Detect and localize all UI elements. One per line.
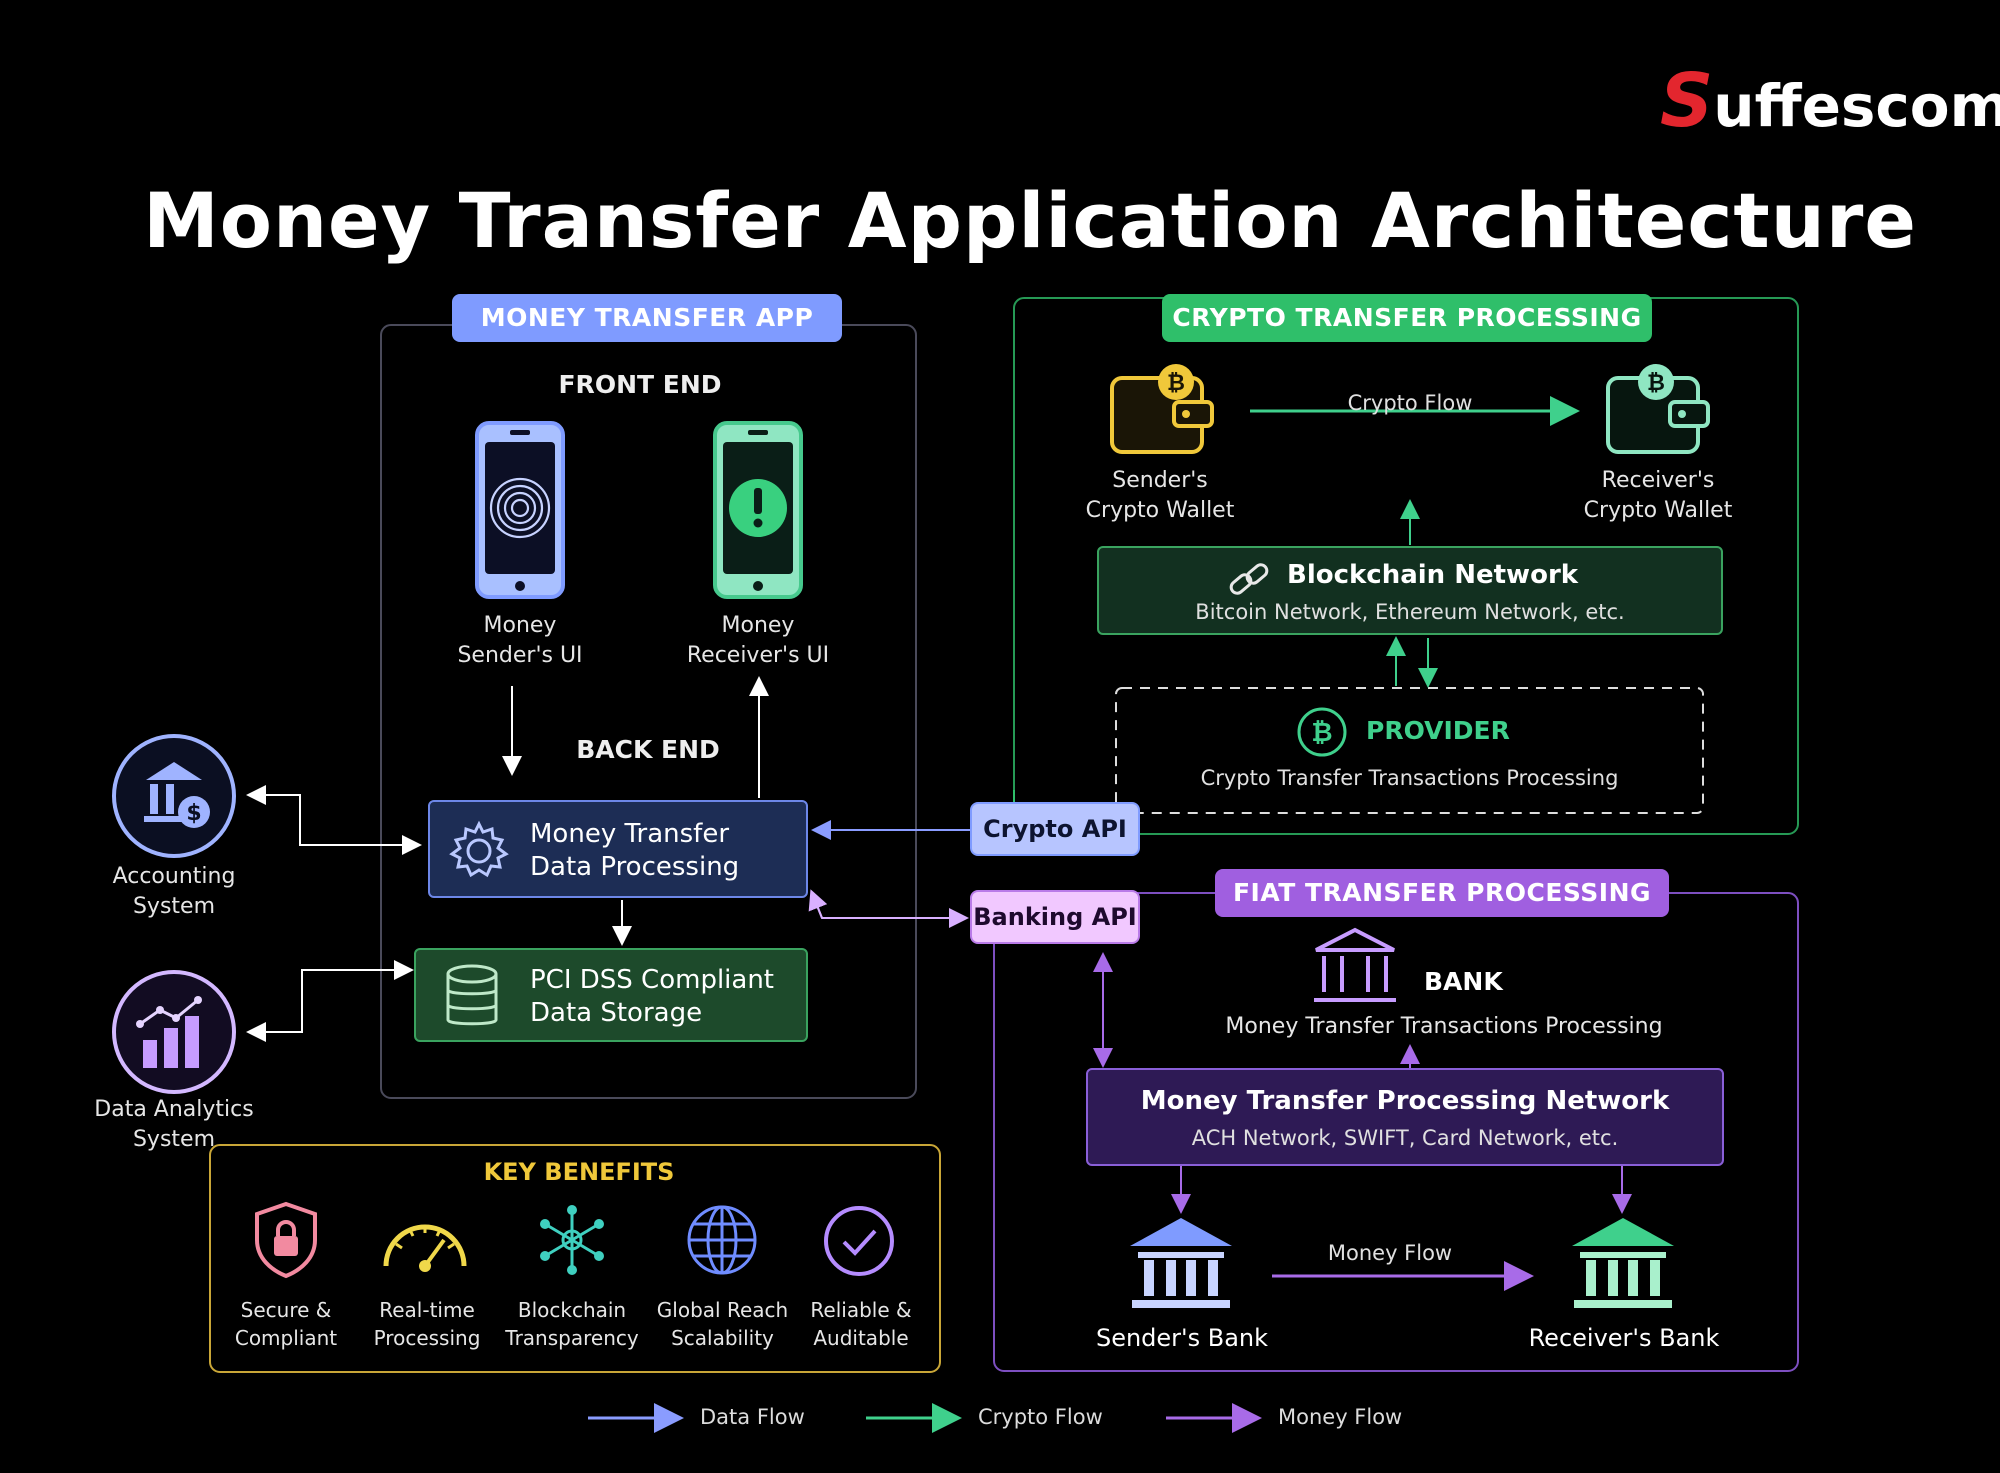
receiver-ui-label: Money Receiver's UI bbox=[658, 611, 858, 671]
crypto-api-button[interactable]: Crypto API bbox=[970, 802, 1140, 856]
receiver-phone-alert-icon bbox=[713, 421, 803, 599]
bank-icon bbox=[1314, 927, 1396, 1002]
front-end-label: FRONT END bbox=[558, 370, 722, 399]
page-title: Money Transfer Application Architecture bbox=[143, 176, 1917, 265]
network-subtitle: ACH Network, SWIFT, Card Network, etc. bbox=[1191, 1126, 1619, 1150]
bitcoin-coin-icon: ₿ bbox=[1297, 707, 1347, 757]
legend-data-flow-label: Data Flow bbox=[700, 1405, 805, 1429]
network-title: Money Transfer Processing Network bbox=[1140, 1086, 1670, 1116]
crypto-flow-label: Crypto Flow bbox=[1347, 391, 1473, 415]
svg-text:₿: ₿ bbox=[1311, 718, 1332, 748]
bank-title: BANK bbox=[1424, 967, 1503, 996]
provider-subtitle: Crypto Transfer Transactions Processing bbox=[1200, 766, 1619, 790]
provider-dashed-frame bbox=[1115, 687, 1704, 814]
storage-line1: PCI DSS Compliant bbox=[530, 965, 775, 995]
analytics-chart-icon bbox=[112, 970, 236, 1094]
receiver-wallet-line2: Crypto Wallet bbox=[1583, 498, 1733, 523]
storage-text: PCI DSS Compliant Data Storage bbox=[530, 964, 774, 1030]
receiver-wallet-line1: Receiver's bbox=[1601, 468, 1715, 493]
money-flow-label: Money Flow bbox=[1327, 1241, 1453, 1265]
receiver-crypto-wallet-icon: ₿ bbox=[1606, 364, 1710, 454]
banking-api-label: Banking API bbox=[973, 903, 1137, 931]
brand-logo-s: S bbox=[1660, 58, 1714, 144]
accounting-system-label: Accounting System bbox=[84, 862, 264, 922]
speedometer-icon bbox=[383, 1224, 467, 1272]
processing-line2: Data Processing bbox=[530, 852, 740, 882]
fiat-processing-header: FIAT TRANSFER PROCESSING bbox=[1215, 869, 1669, 917]
sender-wallet-line1: Sender's bbox=[1112, 468, 1208, 493]
back-end-label: BACK END bbox=[576, 735, 720, 764]
analytics-line1: Data Analytics bbox=[94, 1097, 254, 1122]
banking-api-button[interactable]: Banking API bbox=[970, 890, 1140, 944]
senders-bank-label: Sender's Bank bbox=[1095, 1324, 1269, 1352]
money-transfer-app-header: MONEY TRANSFER APP bbox=[452, 294, 842, 342]
analytics-system-label: Data Analytics System bbox=[74, 1095, 274, 1155]
benefit-reliable-line2: Auditable bbox=[813, 1326, 909, 1350]
benefit-blockchain: Blockchain Transparency bbox=[502, 1296, 642, 1352]
benefit-secure-line2: Compliant bbox=[234, 1326, 338, 1350]
sender-phone-fingerprint-icon bbox=[475, 421, 565, 599]
benefit-reliable-line1: Reliable & bbox=[810, 1298, 912, 1322]
benefit-global-line2: Scalability bbox=[671, 1326, 774, 1350]
network-nodes-icon bbox=[540, 1205, 604, 1275]
storage-line2: Data Storage bbox=[530, 998, 703, 1028]
key-benefits-header: KEY BENEFITS bbox=[483, 1158, 675, 1186]
crypto-api-label: Crypto API bbox=[983, 815, 1127, 843]
blockchain-subtitle: Bitcoin Network, Ethereum Network, etc. bbox=[1195, 600, 1625, 624]
sender-ui-line1: Money bbox=[483, 613, 557, 638]
sender-ui-line2: Sender's UI bbox=[457, 643, 583, 668]
gear-icon bbox=[449, 820, 509, 878]
sender-wallet-line2: Crypto Wallet bbox=[1085, 498, 1235, 523]
legend-money-flow-label: Money Flow bbox=[1278, 1405, 1403, 1429]
brand-logo: Suffescom bbox=[1660, 58, 2000, 144]
accounting-line1: Accounting bbox=[112, 864, 236, 889]
shield-lock-icon bbox=[255, 1201, 317, 1279]
accounting-bank-icon: $ bbox=[112, 734, 236, 858]
pci-dss-storage-box: PCI DSS Compliant Data Storage bbox=[414, 948, 808, 1042]
senders-bank-icon bbox=[1130, 1218, 1232, 1308]
benefit-reliable: Reliable & Auditable bbox=[795, 1296, 927, 1352]
receiver-ui-line2: Receiver's UI bbox=[686, 643, 830, 668]
benefit-realtime-line2: Processing bbox=[373, 1326, 481, 1350]
data-processing-box: Money Transfer Data Processing bbox=[428, 800, 808, 898]
benefit-global: Global Reach Scalability bbox=[650, 1296, 795, 1352]
svg-text:$: $ bbox=[186, 801, 201, 826]
globe-icon bbox=[687, 1205, 757, 1275]
svg-text:₿: ₿ bbox=[1167, 371, 1185, 396]
sender-wallet-label: Sender's Crypto Wallet bbox=[1060, 466, 1260, 526]
crypto-processing-header: CRYPTO TRANSFER PROCESSING bbox=[1162, 294, 1652, 342]
legend-crypto-flow-label: Crypto Flow bbox=[978, 1405, 1103, 1429]
blockchain-network-box: Blockchain Network Bitcoin Network, Ethe… bbox=[1097, 546, 1723, 635]
accounting-line2: System bbox=[132, 894, 216, 919]
receiver-ui-line1: Money bbox=[721, 613, 795, 638]
benefit-blockchain-line1: Blockchain bbox=[517, 1298, 627, 1322]
analytics-line2: System bbox=[132, 1127, 216, 1152]
processing-network-box: Money Transfer Processing Network ACH Ne… bbox=[1086, 1068, 1724, 1166]
sender-ui-label: Money Sender's UI bbox=[420, 611, 620, 671]
chain-link-icon bbox=[1229, 563, 1269, 595]
benefit-blockchain-line2: Transparency bbox=[505, 1326, 639, 1350]
key-benefits-frame bbox=[209, 1144, 941, 1373]
receivers-bank-icon bbox=[1572, 1218, 1674, 1308]
processing-text: Money Transfer Data Processing bbox=[530, 818, 739, 884]
svg-text:₿: ₿ bbox=[1647, 371, 1665, 396]
receivers-bank-label: Receiver's Bank bbox=[1528, 1324, 1720, 1352]
benefit-realtime: Real-time Processing bbox=[362, 1296, 492, 1352]
benefit-secure: Secure & Compliant bbox=[222, 1296, 350, 1352]
blockchain-title: Blockchain Network bbox=[1287, 560, 1579, 590]
benefit-secure-line1: Secure & bbox=[240, 1298, 332, 1322]
provider-title: PROVIDER bbox=[1366, 716, 1510, 745]
benefit-realtime-line1: Real-time bbox=[379, 1298, 475, 1322]
sender-crypto-wallet-icon: ₿ bbox=[1110, 364, 1214, 454]
brand-logo-text: uffescom bbox=[1713, 72, 2000, 140]
benefit-global-line1: Global Reach bbox=[656, 1298, 789, 1322]
bank-subtitle: Money Transfer Transactions Processing bbox=[1225, 1014, 1663, 1039]
processing-line1: Money Transfer bbox=[530, 819, 730, 849]
receiver-wallet-label: Receiver's Crypto Wallet bbox=[1558, 466, 1758, 526]
check-circle-icon bbox=[824, 1206, 894, 1276]
database-icon bbox=[446, 964, 498, 1026]
